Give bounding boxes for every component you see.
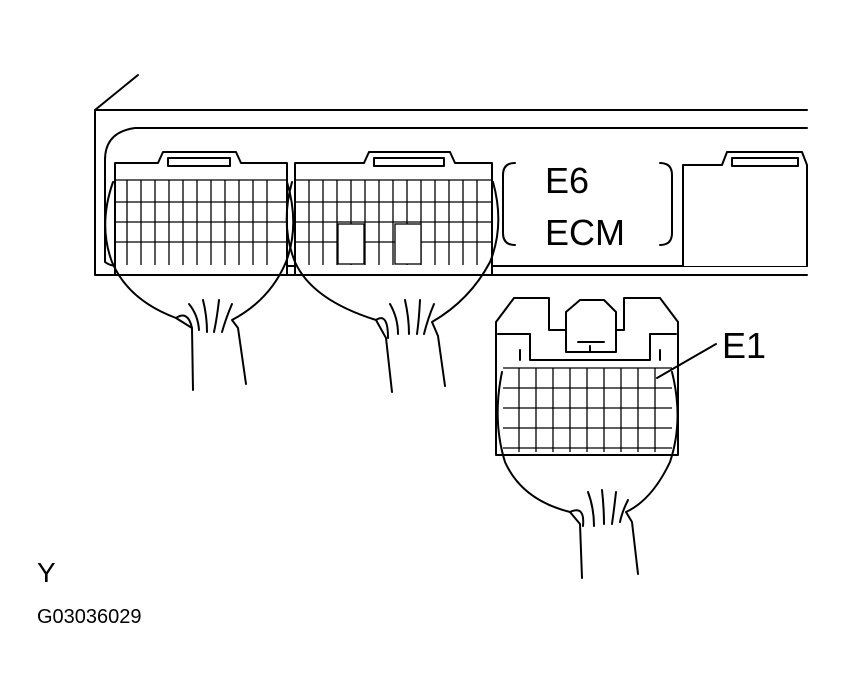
figure-code: G03036029: [37, 606, 142, 628]
pin-grid-1: [115, 179, 287, 265]
connector-block-3: [682, 151, 808, 267]
pin-grid-2: [295, 179, 492, 265]
connector-block-1: [104, 151, 295, 391]
pin-grid-e1: [503, 367, 672, 452]
e1-connector: [495, 297, 679, 579]
view-label: Y: [37, 557, 56, 588]
ecm-label: ECM: [545, 212, 625, 253]
connector-block-2: [285, 151, 500, 393]
connector-label-e1: E1: [722, 325, 766, 366]
connector-label-e6: E6: [545, 160, 589, 201]
ecm-label-bracket: [502, 162, 673, 246]
e1-leader-line: [656, 343, 717, 379]
